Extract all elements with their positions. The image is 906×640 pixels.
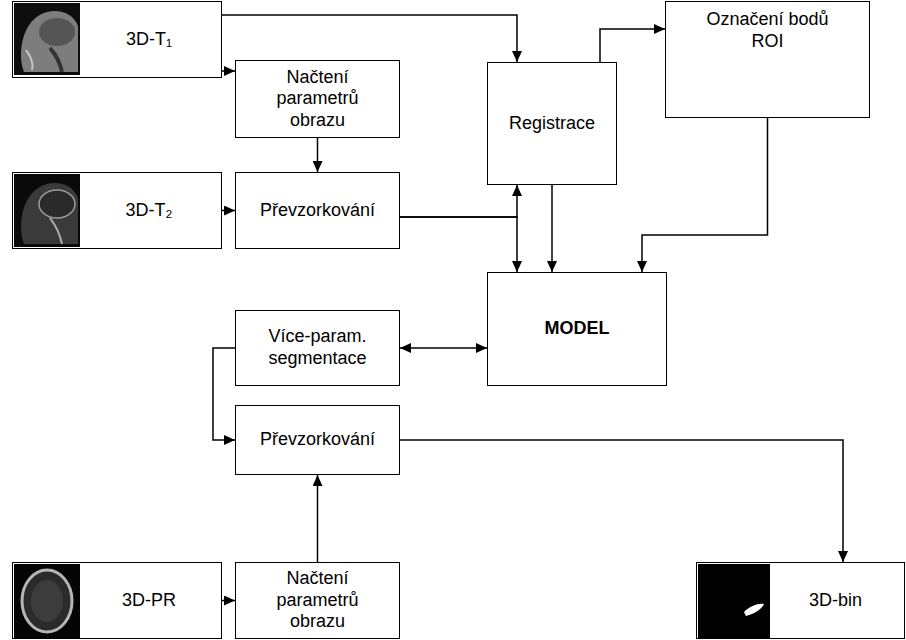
input-image-box: 3D-T₂ bbox=[12, 172, 222, 249]
process-box: Načtení parametrů obrazu bbox=[235, 60, 400, 138]
connector-arrow bbox=[551, 185, 553, 272]
process-box: Více-param. segmentace bbox=[235, 310, 400, 386]
connector-arrow bbox=[600, 29, 665, 62]
connector-arrow bbox=[642, 118, 768, 272]
node-label: 3D-T₂ bbox=[126, 200, 173, 222]
process-box: Načtení parametrů obrazu bbox=[235, 562, 400, 639]
text-column: 3D-T₂ bbox=[126, 200, 173, 222]
pr-thumbnail bbox=[14, 564, 80, 638]
connector-arrow bbox=[400, 217, 517, 272]
connector-arrow bbox=[317, 138, 319, 172]
process-box: Převzorkování bbox=[235, 172, 400, 249]
text-column: MODEL bbox=[545, 318, 610, 340]
text-column: Označení bodů ROI bbox=[693, 9, 843, 52]
node-label: Registrace bbox=[509, 113, 595, 135]
node-label: Více-param. segmentace bbox=[255, 326, 380, 369]
text-column: Registrace bbox=[509, 113, 595, 135]
connector-arrow bbox=[213, 348, 235, 440]
thumbnail-ground bbox=[14, 3, 80, 75]
thumbnail-ground bbox=[698, 564, 770, 638]
brain-shape bbox=[39, 190, 75, 218]
connector-arrow bbox=[400, 440, 843, 562]
output-image-box: 3D-bin bbox=[696, 562, 905, 639]
text-column: Načtení parametrů obrazu bbox=[263, 568, 373, 633]
head-shape bbox=[21, 183, 78, 244]
spine-line bbox=[50, 48, 62, 72]
node-label: 3D-PR bbox=[122, 590, 176, 612]
face-line bbox=[26, 50, 33, 70]
node-label: Načtení parametrů obrazu bbox=[263, 568, 373, 633]
node-label: Převzorkování bbox=[260, 200, 375, 222]
input-image-box: 3D-PR bbox=[12, 562, 222, 639]
input-image-box: 3D-T₁ bbox=[12, 1, 222, 78]
node-label: Označení bodů ROI bbox=[693, 9, 843, 52]
head-shape bbox=[21, 11, 78, 72]
process-box: Převzorkování bbox=[235, 405, 400, 475]
text-column: 3D-bin bbox=[809, 590, 862, 612]
head-ring bbox=[22, 570, 72, 632]
node-label: Převzorkování bbox=[260, 429, 375, 451]
connector-arrow bbox=[222, 600, 235, 602]
t2-thumbnail bbox=[14, 174, 80, 247]
connector-arrow bbox=[222, 70, 235, 72]
text-column: Převzorkování bbox=[260, 429, 375, 451]
model-box: MODEL bbox=[487, 272, 667, 386]
t1-thumbnail bbox=[14, 3, 80, 75]
connector-arrow bbox=[222, 15, 517, 62]
text-column: Více-param. segmentace bbox=[255, 326, 380, 369]
segment-blob bbox=[744, 604, 764, 616]
connector-arrow bbox=[400, 185, 517, 217]
text-column: 3D-PR bbox=[122, 590, 176, 612]
thumbnail-ground bbox=[14, 174, 80, 247]
brain-shape bbox=[31, 580, 63, 622]
text-column: 3D-T₁ bbox=[126, 29, 172, 51]
node-label: 3D-bin bbox=[809, 590, 862, 612]
node-label: MODEL bbox=[545, 318, 610, 340]
text-column: Převzorkování bbox=[260, 200, 375, 222]
connector-arrow bbox=[317, 475, 319, 562]
process-box: Registrace bbox=[487, 62, 617, 185]
node-label: Načtení parametrů obrazu bbox=[263, 67, 373, 132]
csf-line bbox=[50, 218, 62, 244]
text-column: Načtení parametrů obrazu bbox=[263, 67, 373, 132]
bin-thumbnail bbox=[698, 564, 770, 638]
process-box: Označení bodů ROI bbox=[665, 1, 870, 118]
connector-arrow bbox=[400, 347, 487, 349]
thumbnail-ground bbox=[14, 564, 80, 638]
connector-arrow bbox=[222, 210, 235, 212]
node-label: 3D-T₁ bbox=[126, 29, 172, 51]
brain-shape bbox=[39, 18, 75, 46]
